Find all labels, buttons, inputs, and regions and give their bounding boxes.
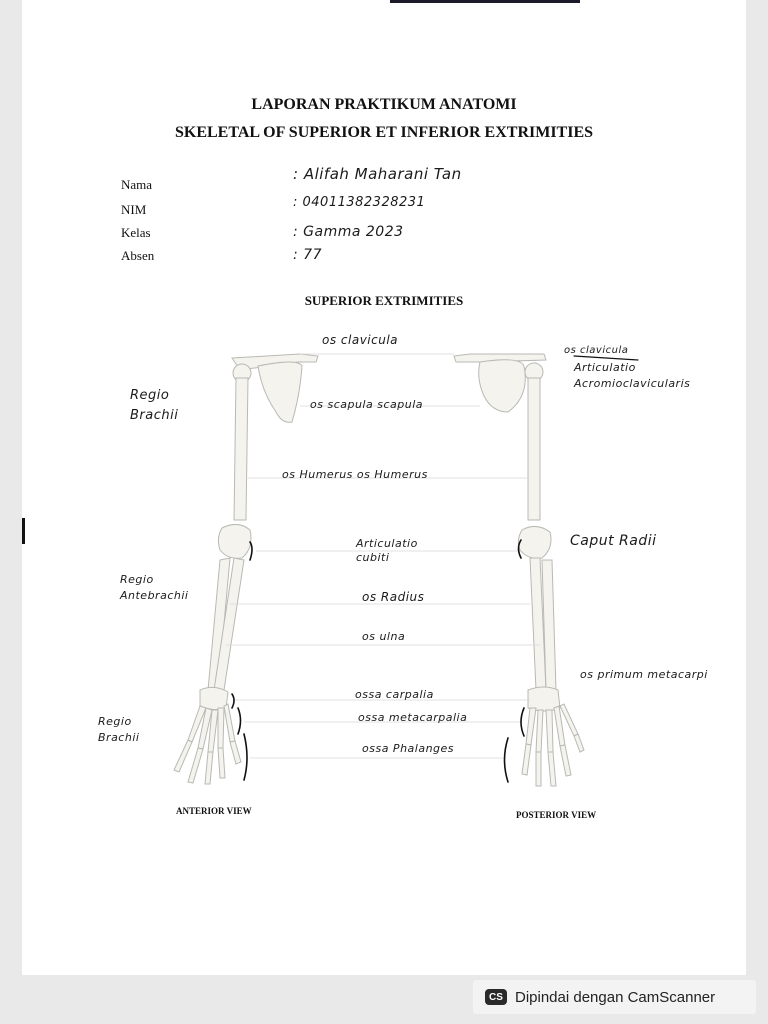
annotation-radius: os Radius [362,590,425,604]
annotation-caput-radii: Caput Radii [570,533,657,549]
annotation-regio-antebrachii: Regio Antebrachii [120,573,189,602]
annotation-phalanges: ossa Phalanges [362,742,455,755]
bracket-metacarpalia [237,707,242,735]
value-nama: : Alifah Maharani Tan [293,165,462,183]
posterior-arm-skeleton [453,353,585,787]
anterior-view-label: ANTERIOR VIEW [176,806,252,816]
section-title: SUPERIOR EXTRIMITIES [304,293,464,308]
annotation-articulatio-cubiti: Articulatio cubiti [356,537,418,564]
annotation-primum-metacarpi: os primum metacarpi [580,668,708,681]
annotation-carpalia: ossa carpalia [355,688,434,701]
label-kelas: Kelas [121,225,151,240]
annotation-acromioclavicularis: Articulatio Acromioclavicularis [574,361,691,390]
annotation-clavicula: os clavicula [322,333,399,347]
annotation-regio-manus: Regio Brachii [98,715,140,744]
scanned-page [22,0,746,975]
annotation-humerus: os Humerus os Humerus [282,468,428,481]
bracket-cubiti [249,541,253,561]
scan-edge-bar [390,0,580,3]
annotation-metacarpalia: ossa metacarpalia [358,711,468,724]
annotation-regio-brachii: Regio Brachii [130,388,179,423]
annotation-ulna: os ulna [362,630,406,643]
scan-edge-mark [22,518,25,544]
value-absen: : 77 [293,247,322,263]
strikethrough-clavicula [573,355,639,361]
bracket-posterior-phalanges [503,737,509,783]
report-title: LAPORAN PRAKTIKUM ANATOMI [251,96,517,113]
label-nim: NIM [121,202,147,217]
bracket-carpalia [231,693,235,709]
label-nama: Nama [121,177,153,192]
camscanner-text: Dipindai dengan CamScanner [515,988,716,1006]
annotation-posterior-clavicula: os clavicula [564,345,629,356]
bracket-caput-radii [517,539,522,559]
report-subtitle: SKELETAL OF SUPERIOR ET INFERIOR EXTRIMI… [174,124,594,141]
value-nim: : 04011382328231 [293,195,426,210]
bracket-posterior-metacarpal [520,707,525,737]
posterior-view-label: POSTERIOR VIEW [516,810,597,820]
label-absen: Absen [121,248,155,263]
bracket-phalanges [243,733,248,781]
camscanner-logo-icon: CS [485,989,507,1005]
value-kelas: : Gamma 2023 [293,224,404,240]
anterior-arm-skeleton [173,353,319,785]
annotation-scapula: os scapula scapula [310,398,423,411]
camscanner-watermark: CS Dipindai dengan CamScanner [473,980,756,1014]
